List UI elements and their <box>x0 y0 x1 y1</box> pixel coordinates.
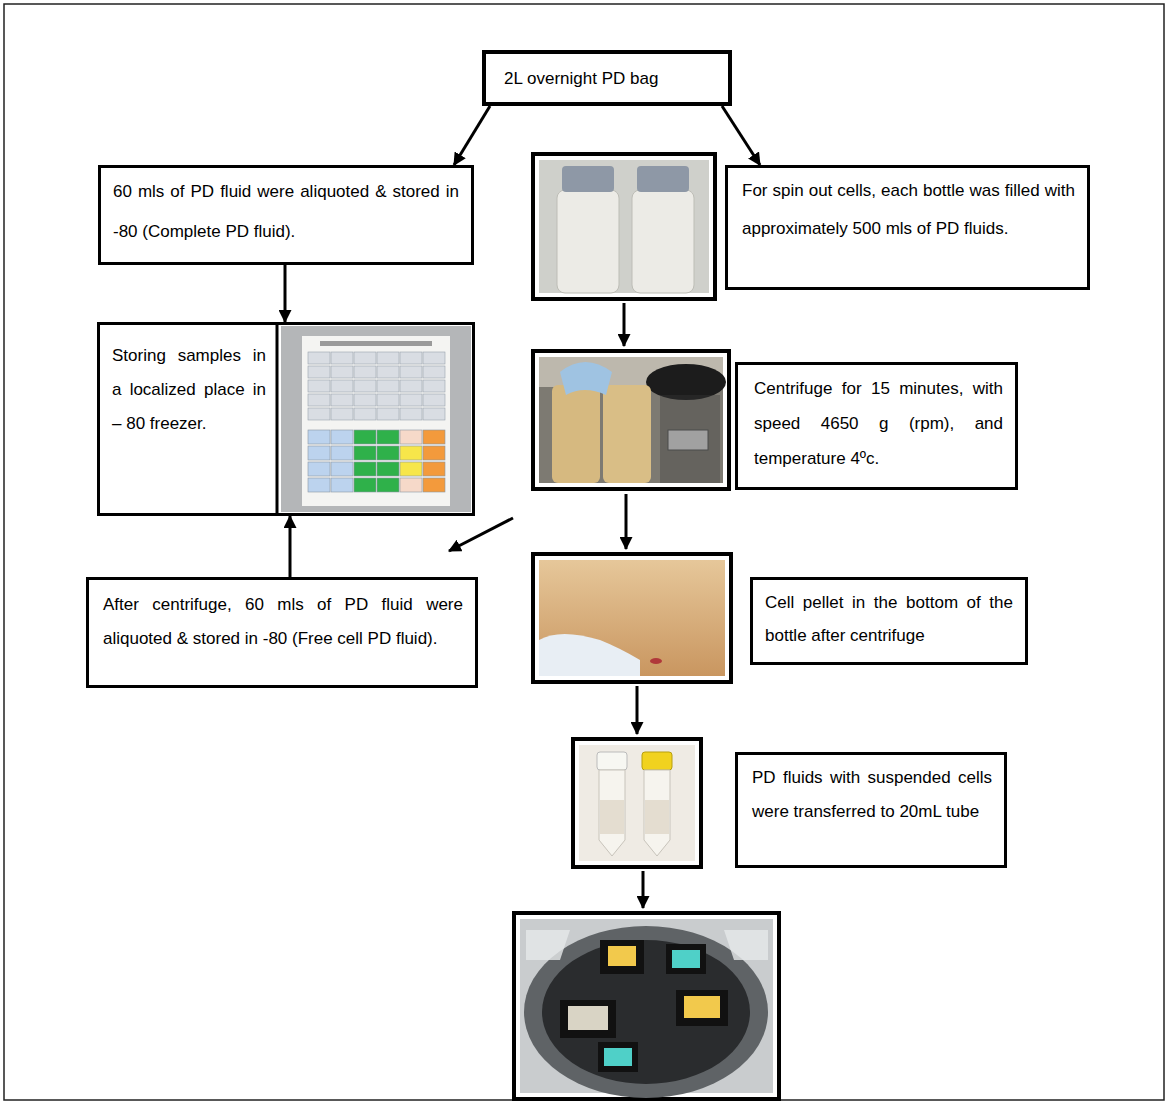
node-text: Cell pellet in the bottom of the bottle … <box>753 580 1025 658</box>
node-text: 60 mls of PD fluid were aliquoted & stor… <box>101 168 471 256</box>
bottles-photo <box>533 154 715 299</box>
storage-box: Storing samples in a localized place in … <box>97 322 475 516</box>
node-text: PD fluids with suspended cells were tran… <box>738 755 1004 835</box>
start-box: 2L overnight PD bag <box>482 50 732 106</box>
process-box: PD fluids with suspended cells were tran… <box>735 752 1007 868</box>
process-box: 60 mls of PD fluid were aliquoted & stor… <box>98 165 474 265</box>
sample-map-photo <box>277 324 471 514</box>
node-text: Centrifuge for 15 minutes, with speed 46… <box>738 365 1015 482</box>
flow-arrow <box>722 106 760 165</box>
figure-frame <box>4 4 1164 1100</box>
node-text: For spin out cells, each bottle was fill… <box>728 168 1087 252</box>
flow-arrow <box>454 106 490 165</box>
process-box: For spin out cells, each bottle was fill… <box>725 165 1090 290</box>
flow-arrow <box>284 265 287 322</box>
centrifuge-top-photo <box>514 913 779 1099</box>
process-box: Centrifuge for 15 minutes, with speed 46… <box>735 362 1018 490</box>
flow-arrow <box>289 516 292 577</box>
flow-arrows <box>449 303 643 908</box>
tubes-photo <box>573 739 701 867</box>
node-text: Storing samples in a localized place in … <box>100 325 278 449</box>
node-text: After centrifuge, 60 mls of PD fluid wer… <box>89 580 475 662</box>
pellet-photo <box>533 554 731 682</box>
node-text: 2L overnight PD bag <box>486 54 728 98</box>
caption-box: Cell pellet in the bottom of the bottle … <box>750 577 1028 665</box>
centrifuge-photo <box>533 351 729 489</box>
process-box: After centrifuge, 60 mls of PD fluid wer… <box>86 577 478 688</box>
